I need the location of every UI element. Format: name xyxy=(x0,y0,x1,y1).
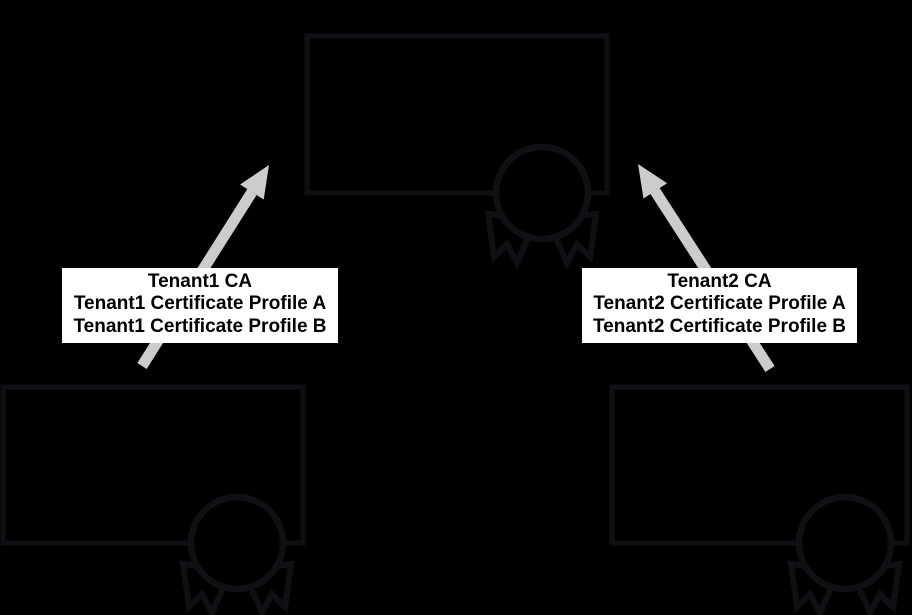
tenant1-arrowhead-icon xyxy=(240,165,269,200)
tenant1-ca-name: Tenant1 CA xyxy=(147,271,253,292)
tenant1-cert-profile-b: Tenant1 Certificate Profile B xyxy=(73,315,327,337)
seal-circle xyxy=(795,493,895,593)
seal-circle xyxy=(187,493,287,593)
tenant1-certificate-seal-icon xyxy=(179,493,295,615)
seal-circle xyxy=(492,143,592,243)
tenant2-label-plate: Tenant2 CA Tenant2 Certificate Profile A… xyxy=(582,268,857,343)
root-certificate-seal-icon xyxy=(484,143,600,270)
tenant2-arrowhead-icon xyxy=(638,164,668,199)
tenant2-cert-profile-a: Tenant2 Certificate Profile A xyxy=(593,293,846,315)
tenant1-certificate-box xyxy=(0,384,306,546)
root-ca-certificate-box xyxy=(304,33,610,196)
tenant1-cert-profile-a: Tenant1 Certificate Profile A xyxy=(73,293,327,315)
tenant2-cert-profile-b: Tenant2 Certificate Profile B xyxy=(592,315,847,337)
tenant2-certificate-seal-icon xyxy=(787,493,903,615)
tenant2-certificate-box xyxy=(609,384,910,546)
tenant2-ca-name: Tenant2 CA xyxy=(667,271,772,292)
tenant1-label-plate: Tenant1 CA Tenant1 Certificate Profile A… xyxy=(62,268,338,343)
